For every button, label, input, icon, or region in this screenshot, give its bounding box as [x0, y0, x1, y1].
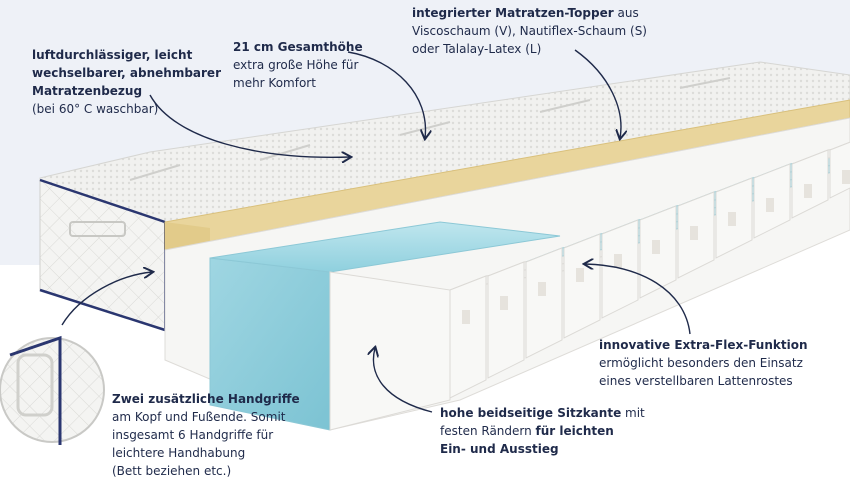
foam-zone-notch: [766, 198, 774, 212]
arrow-cover: [149, 94, 350, 157]
height-annotation: 21 cm Gesamthöhe extra große Höhe für me…: [233, 40, 363, 90]
cover-annotation: luftdurchlässiger, leicht wechselbarer, …: [32, 48, 221, 116]
arrow-flex: [585, 264, 691, 335]
arrow-edge: [373, 348, 433, 413]
handles-annotation: Zwei zusätzliche Handgriffe am Kopf und …: [112, 392, 300, 478]
arrow-handles: [61, 272, 152, 326]
foam-zone-notch: [728, 212, 736, 226]
arrow-topper: [574, 49, 621, 138]
foam-zone-notch: [614, 254, 622, 268]
handle-detail-circle: [0, 335, 105, 445]
flex-annotation: innovative Extra-Flex-Funktion ermöglich…: [599, 338, 808, 388]
foam-zone-notch: [842, 170, 850, 184]
foam-zone-front: [563, 233, 601, 339]
mattress-cover-side: [39, 178, 166, 332]
arrow-height: [347, 51, 425, 138]
foam-zone-notch: [500, 296, 508, 310]
foam-zone-notch: [690, 226, 698, 240]
topper-annotation: integrierter Matratzen-Topper aus Viscos…: [412, 6, 647, 56]
foam-zone-notch: [538, 282, 546, 296]
foam-zone-front: [829, 141, 850, 199]
annotation-arrows: [61, 49, 691, 413]
foam-zone-front: [449, 275, 487, 399]
foam-zone-notch: [804, 184, 812, 198]
foam-zone-front: [601, 219, 639, 319]
foam-zone-notch: [652, 240, 660, 254]
foam-zones: [449, 141, 850, 399]
edge-annotation: hohe beidseitige Sitzkante mit festen Rä…: [440, 406, 645, 456]
foam-zone-notch: [576, 268, 584, 282]
foam-zone-front: [525, 247, 563, 359]
foam-zone-notch: [462, 310, 470, 324]
foam-zone-front: [487, 261, 525, 379]
